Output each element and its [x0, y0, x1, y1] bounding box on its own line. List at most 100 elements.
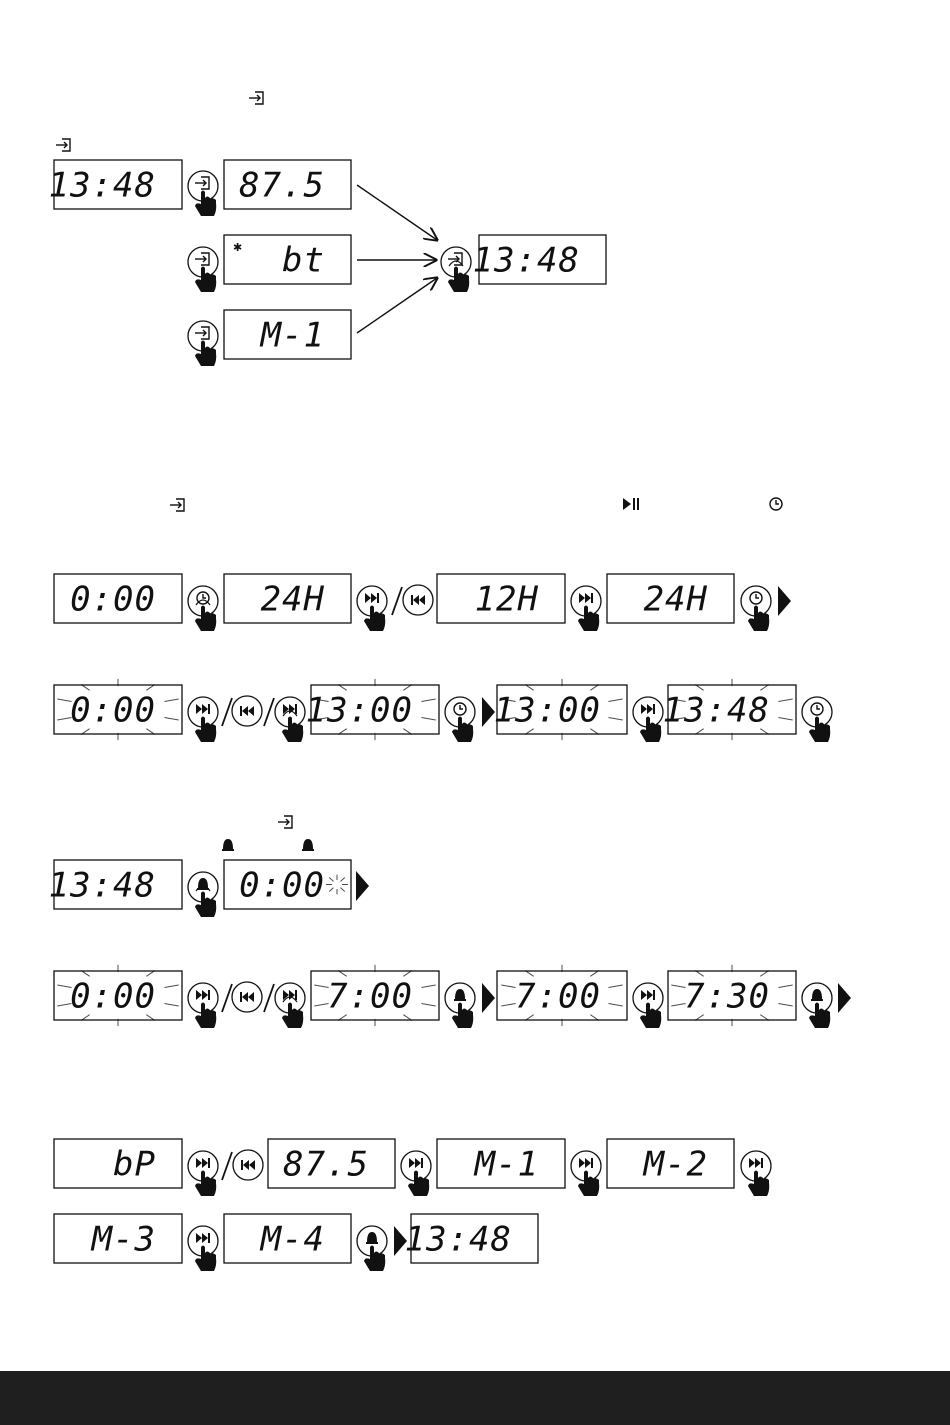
page-footer-band: [0, 1371, 950, 1425]
lcd-display: 24H: [224, 574, 351, 623]
lcd-readout: bP: [113, 1145, 156, 1185]
lcd-readout: 13:48: [49, 866, 156, 906]
next-button[interactable]: [188, 697, 218, 742]
clock-button[interactable]: [445, 697, 475, 742]
lcd-readout: M-1: [474, 1145, 539, 1185]
next-button[interactable]: [633, 983, 663, 1028]
lcd-readout: 13:48: [473, 241, 580, 281]
bell-icon: [302, 839, 314, 851]
or-separator: [222, 1152, 232, 1180]
lcd-display: M-3: [54, 1214, 182, 1263]
lcd-display: 0:00: [224, 860, 351, 909]
lcd-display: 13:48: [405, 1214, 538, 1263]
bell-icon: [222, 839, 234, 851]
lcd-display: 13:00: [306, 679, 439, 740]
clock-icon: [770, 498, 782, 510]
source-input-icon: [56, 139, 70, 151]
lcd-display: 7:00: [497, 965, 627, 1026]
lcd-readout: 24H: [644, 580, 708, 620]
next-button[interactable]: [401, 1151, 431, 1196]
lcd-display: M-1: [437, 1139, 565, 1188]
source-input-icon: [249, 92, 263, 104]
source-button[interactable]: [188, 321, 218, 366]
lcd-readout: 0:00: [70, 691, 156, 731]
next-button[interactable]: [188, 983, 218, 1028]
alarm-button[interactable]: [357, 1226, 387, 1271]
lcd-display: M-4: [224, 1214, 351, 1263]
clock-button[interactable]: [802, 697, 832, 742]
next-step-arrow: [838, 983, 851, 1013]
lcd-readout: 7:30: [684, 977, 770, 1017]
lcd-display: bt ✱: [224, 235, 351, 284]
next-button[interactable]: [357, 586, 387, 631]
or-separator: [264, 698, 274, 726]
clock-button[interactable]: [188, 586, 218, 631]
source-button[interactable]: [188, 171, 218, 216]
lcd-display: 0:00: [54, 574, 182, 623]
lcd-readout: 0:00: [70, 977, 156, 1017]
next-button[interactable]: [571, 1151, 601, 1196]
next-button[interactable]: [275, 983, 305, 1028]
prev-button[interactable]: [232, 982, 262, 1012]
lcd-readout: 7:00: [515, 977, 601, 1017]
lcd-readout: 0:00: [239, 866, 325, 906]
lcd-display: 13:48: [663, 679, 796, 740]
source-button[interactable]: [188, 247, 218, 292]
prev-button[interactable]: [233, 1150, 263, 1180]
or-separator: [392, 587, 402, 615]
lcd-readout: 0:00: [70, 580, 156, 620]
lcd-readout: bt: [282, 241, 325, 281]
play-pause-icon: [623, 498, 639, 510]
clock-button[interactable]: [741, 586, 771, 631]
next-button[interactable]: [741, 1151, 771, 1196]
next-button[interactable]: [633, 697, 663, 742]
lcd-readout: M-4: [260, 1220, 325, 1260]
source-input-icon: [170, 499, 184, 511]
lcd-readout: 13:48: [49, 166, 156, 206]
lcd-display: M-2: [607, 1139, 734, 1188]
lcd-display: 12H: [437, 574, 565, 623]
or-separator: [222, 984, 232, 1012]
lcd-display: 13:00: [494, 679, 627, 740]
lcd-display: 13:48: [49, 160, 182, 209]
prev-button[interactable]: [232, 696, 262, 726]
flow-arrow: [357, 278, 437, 333]
lcd-readout: 13:00: [494, 691, 601, 731]
or-separator: [222, 698, 232, 726]
lcd-readout: M-1: [260, 316, 325, 356]
lcd-readout: 87.5: [283, 1145, 369, 1185]
lcd-readout: M-3: [91, 1220, 156, 1260]
lcd-display: bP: [54, 1139, 182, 1188]
alarm-button[interactable]: [188, 872, 218, 917]
lcd-display: 13:48: [473, 235, 606, 284]
lcd-readout: 24H: [261, 580, 325, 620]
source-button[interactable]: [441, 247, 471, 292]
lcd-readout: 13:48: [663, 691, 770, 731]
lcd-display: 7:30: [668, 965, 796, 1026]
lcd-display: 24H: [607, 574, 734, 623]
next-button[interactable]: [275, 697, 305, 742]
or-separator: [264, 984, 274, 1012]
flow-arrow: [357, 185, 437, 240]
lcd-readout: M-2: [643, 1145, 708, 1185]
lcd-display: 7:00: [311, 965, 439, 1026]
alarm-button[interactable]: [445, 983, 475, 1028]
prev-button[interactable]: [403, 585, 433, 615]
lcd-display: 87.5: [224, 160, 351, 209]
next-step-arrow: [356, 871, 369, 901]
lcd-display: 0:00: [54, 965, 182, 1026]
lcd-display: 13:48: [49, 860, 182, 909]
next-button[interactable]: [188, 1226, 218, 1271]
next-step-arrow: [482, 983, 495, 1013]
next-button[interactable]: [571, 586, 601, 631]
lcd-readout: 13:00: [306, 691, 413, 731]
bluetooth-icon: ✱: [233, 241, 242, 254]
lcd-readout: 87.5: [239, 166, 325, 206]
lcd-display: 87.5: [268, 1139, 395, 1188]
next-button[interactable]: [188, 1151, 218, 1196]
lcd-display: M-1: [224, 310, 351, 359]
lcd-readout: 12H: [475, 580, 539, 620]
alarm-button[interactable]: [802, 983, 832, 1028]
lcd-readout: 7:00: [327, 977, 413, 1017]
